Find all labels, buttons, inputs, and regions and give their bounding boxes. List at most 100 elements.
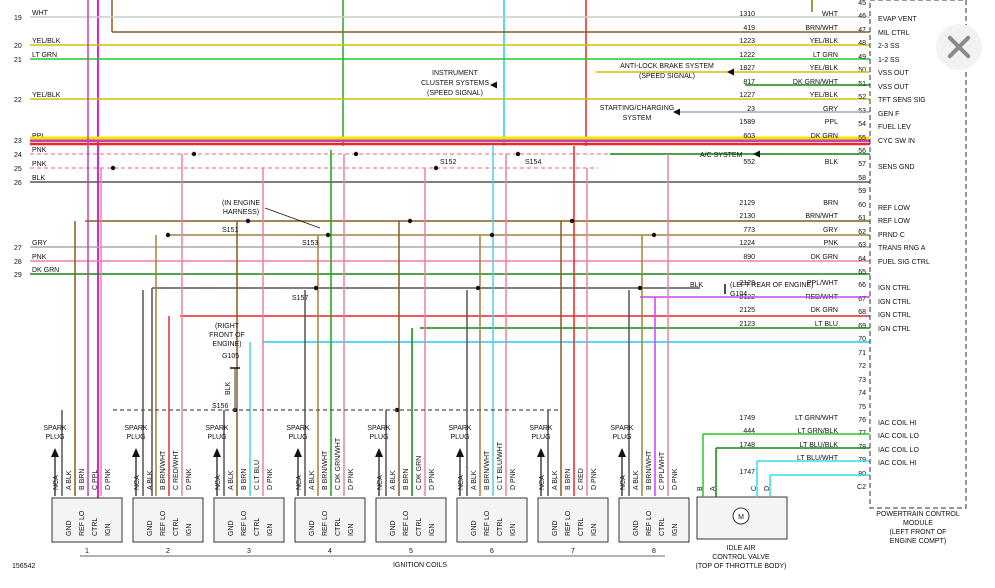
pcm-pin-function: PRND C [878,232,905,239]
coil-pin-name: GND [633,520,640,536]
coil-pin-name: REF LO [646,510,653,536]
spark-plug-arrow-icon [132,448,140,457]
pcm-circuit-number: 890 [743,254,755,261]
right-front-note-line: (RIGHT [215,323,240,330]
pcm-pin-number: 75 [858,404,866,411]
pcm-wire-color: LT GRN [813,52,838,59]
splice-label: S152 [440,159,456,166]
pcm-pin-number: 68 [858,309,866,316]
coil-wire-label: A BLK [633,470,640,490]
pcm-circuit-number: 1224 [739,240,755,247]
pcm-pin-function: IGN CTRL [878,285,911,292]
abs-note-line: (SPEED SIGNAL) [639,73,695,80]
spark-plug-label: SPARK [610,425,634,432]
coil-connector [213,497,285,543]
left-wire-color: LT GRN [32,52,57,59]
left-wire-number: 23 [14,138,22,145]
coil-pin-name: CTRL [497,518,504,536]
iac-pin-label: B [697,486,704,491]
pcm-pin-number: 47 [858,27,866,34]
splice-dot [651,232,657,238]
pcm-pin-number: 67 [858,296,866,303]
iac-motor-icon [732,507,750,525]
coil-number: 3 [247,548,251,555]
coil-pin-name: IGN [105,524,112,536]
pcm-pin-number: 58 [858,175,866,182]
coil-pin-name: GND [228,520,235,536]
pcm-pin-function: FUEL LEV [878,124,911,131]
left-wire-color: PNK [32,161,47,168]
ac-system-note: A/C SYSTEM [700,152,743,159]
pcm-wire-color: WHT [822,11,839,18]
coil-feed-wires [61,0,669,496]
spark-plug-label: PLUG [207,434,226,441]
close-button[interactable] [936,24,982,70]
coil-pin-name: IGN [672,524,679,536]
coil-wire-label: D PNK [348,468,355,490]
pcm-pin-function: VSS OUT [878,70,909,77]
pcm-pin-number: 76 [858,417,866,424]
pcm-pin-number: 64 [858,256,866,263]
pcm-pin-number: 56 [858,148,866,155]
abs-note-line: ANTI-LOCK BRAKE SYSTEM [620,63,714,70]
coil-connector [618,497,690,543]
coil-pin-name: IGN [591,524,598,536]
pcm-wire-color: LT GRN/WHT [795,415,839,422]
pcm-circuit-number: 2125 [739,307,755,314]
ac-arrow-icon [753,150,760,158]
figure-id: 156542 [12,563,35,570]
abs-arrow-icon [727,68,734,76]
left-wire-color: YEL/BLK [32,92,61,99]
coil-pin-name: CTRL [173,518,180,536]
pcm-pin-function: IAC COIL HI [878,420,917,427]
spark-plug-label: PLUG [450,434,469,441]
spark-plug-arrow-icon [51,448,59,457]
pcm-pin-function: SENS GND [878,164,915,171]
pcm-pin-number: 63 [858,242,866,249]
pcm-caption-line: (LEFT FRONT OF [890,529,947,536]
pcm-wire-color: YEL/BLK [810,38,839,45]
pcm-pin-function: MIL CTRL [878,30,910,37]
pcm-pin-function: VSS OUT [878,84,909,91]
spark-plug-label: PLUG [369,434,388,441]
coil-pin-name: GND [390,520,397,536]
pcm-pin-number: 49 [858,54,866,61]
pcm-circuit-number: 1589 [739,119,755,126]
splice-dot [191,151,197,157]
coil-wire-label: A BLK [147,470,154,490]
spark-plug-label: SPARK [124,425,148,432]
pcm-wire-color: PPL [825,119,838,126]
pcm-pin-function: 2-3 SS [878,43,900,50]
coil-wire-label: A BLK [228,470,235,490]
coil-wire-label: C PPL [92,470,99,490]
coil-wire-label: C LT BLU [254,460,261,490]
spark-plug-arrow-icon [375,448,383,457]
coil-nca-label: NCA [215,475,222,490]
coil-connector [456,497,528,543]
coil-number: 2 [166,548,170,555]
coil-number: 5 [409,548,413,555]
pcm-pin-function: IAC COIL HI [878,460,917,467]
coil-pin-name: IGN [510,524,517,536]
iac-caption-line: IDLE AIR [727,545,756,552]
spark-plug-label: SPARK [43,425,67,432]
pcm-wire-color: GRY [823,227,838,234]
pcm-pin-function: TFT SENS SIG [878,97,926,104]
pcm-wire-color: YEL/BLK [810,65,839,72]
coil-wire-label: D PNK [267,468,274,490]
g104-label: G104 [730,291,747,298]
coil-pin-name: GND [66,520,73,536]
coil-wire-label: C RED/WHT [173,450,180,490]
left-wire-color: WHT [32,10,49,17]
pcm-wire-color: BLK [825,159,839,166]
coil-pin-name: GND [147,520,154,536]
coil-wire-label: B BRN/WHT [160,450,167,490]
pcm-pin-number: 65 [858,269,866,276]
iac-pin-label: C [751,486,758,491]
splice-dot [325,232,331,238]
pcm-circuit-number: 1223 [739,38,755,45]
left-wire-number: 20 [14,43,22,50]
